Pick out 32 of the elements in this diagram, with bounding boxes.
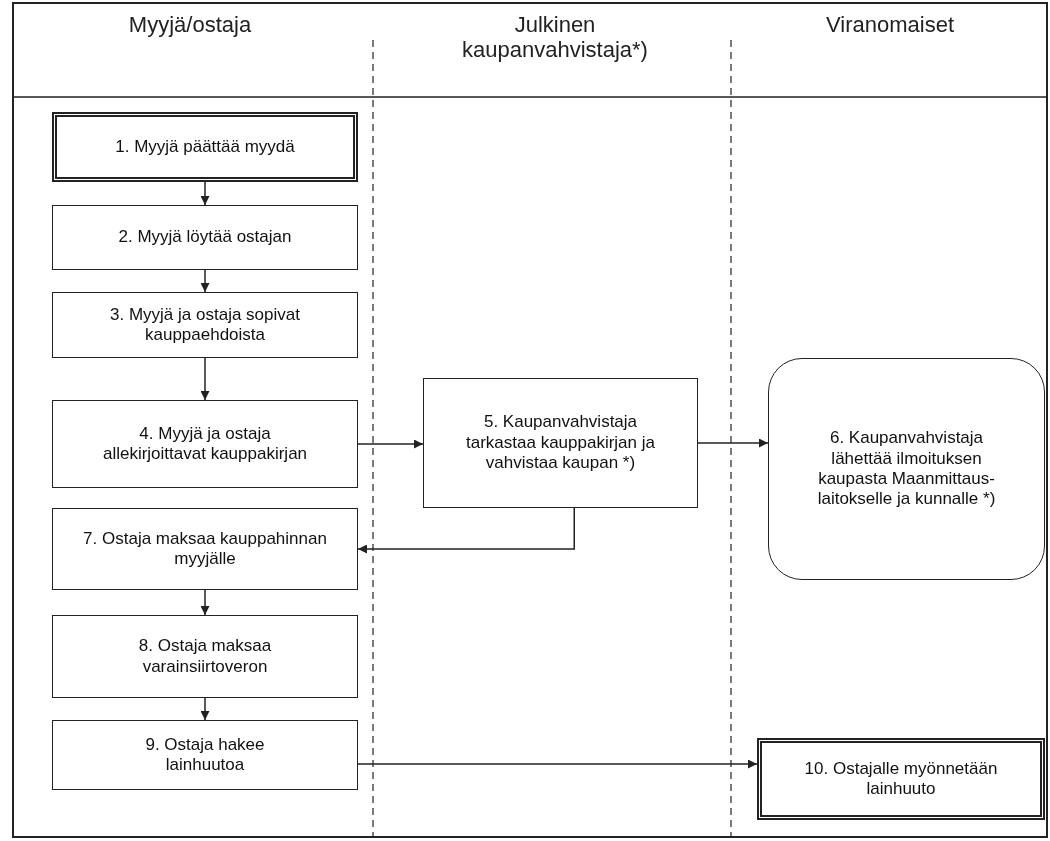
step-text: 6. Kaupanvahvistaja lähettää ilmoituksen kaupasta Maanmittaus- laitokselle ja kunnalle *) [816,428,997,510]
arrow [200,357,210,401]
arrow [357,439,424,449]
process-box [52,720,358,790]
step-text: 5. Kaupanvahvistaja tarkastaa kauppakirjan ja vahvistaa kaupan *) [465,412,656,474]
step-text: 8. Ostaja maksaa varainsiirtoveron [137,636,273,677]
process-box [52,292,358,358]
step-text: 10. Ostajalle myönnetään lainhuuto [803,758,999,800]
step-text: 3. Myyjä ja ostaja sopivat kauppaehdoista [109,304,301,346]
arrow [357,507,575,554]
arrow [357,759,758,769]
terminal-box [52,112,358,182]
lane-header: Viranomaiset [825,12,955,38]
process-box [52,615,358,698]
step-text: 7. Ostaja maksaa kauppahinnan myyjälle [82,528,328,570]
arrow [697,438,769,448]
process-box [52,400,358,488]
step-text: 1. Myyjä päättää myydä [115,136,295,158]
step-text: 2. Myyjä löytää ostajan [118,227,292,248]
rounded-process-box [768,358,1045,580]
lane-header: Myyjä/ostaja [127,12,253,38]
step-text: 9. Ostaja hakee lainhuutoa [144,734,266,776]
arrow [200,589,210,616]
lane-header: Julkinen kaupanvahvistaja*) [461,12,649,63]
arrow [200,181,210,206]
step-text: 4. Myyjä ja ostaja allekirjoittavat kauppakirjan [101,423,309,465]
arrow [200,697,210,721]
terminal-box [757,738,1045,820]
process-box [52,508,358,590]
process-box [52,205,358,270]
process-box [423,378,698,508]
arrow [200,269,210,293]
